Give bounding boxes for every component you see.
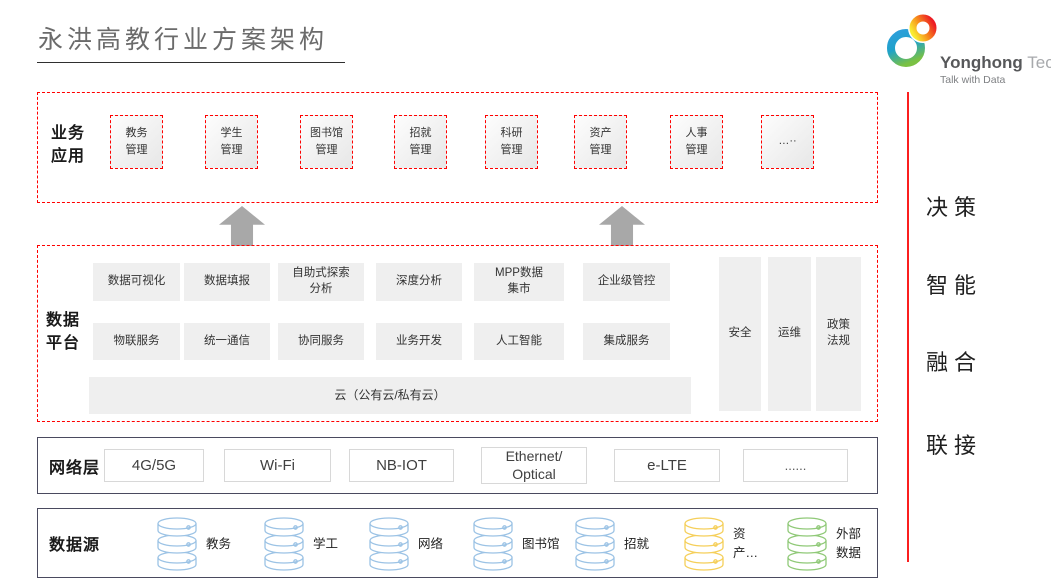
net-box-nbiot: NB-IOT (349, 449, 454, 482)
database-icon (575, 517, 615, 571)
app-box-library: 图书馆 管理 (300, 115, 353, 169)
cell-unified-communication: 统一通信 (184, 323, 270, 360)
net-box-more: ...... (743, 449, 848, 482)
datasource-label: 资 产… (733, 527, 759, 560)
cell-ai: 人工智能 (474, 323, 564, 360)
database-icon (787, 517, 827, 571)
datasource-label: 学工 (313, 536, 339, 551)
datasource-network: 网络 (368, 517, 443, 571)
network-layer: 网络层 4G/5G Wi-Fi NB-IOT Ethernet/ Optical… (37, 437, 878, 494)
database-icon (369, 517, 409, 571)
app-box-assets: 资产 管理 (574, 115, 627, 169)
data-source-layer: 数据源 教务 学工 (37, 508, 878, 578)
database-icon (264, 517, 304, 571)
database-icon (684, 517, 724, 571)
cell-enterprise-governance: 企业级管控 (583, 263, 670, 301)
app-box-admissions: 招就 管理 (394, 115, 447, 169)
datasource-label: 图书馆 (522, 536, 560, 551)
datasource-external: 外部 数据 (786, 517, 861, 571)
app-box-research: 科研 管理 (485, 115, 538, 169)
rail-item-intelligence: 智能 (926, 273, 983, 298)
database-icon (473, 517, 513, 571)
brand-name: Yonghong (940, 53, 1023, 72)
rail-item-decision: 决策 (926, 195, 983, 220)
cell-integration-service: 集成服务 (583, 323, 670, 360)
datasource-student-affairs: 学工 (263, 517, 338, 571)
data-platform-layer: 数据 平台 数据可视化 数据填报 自助式探索 分析 深度分析 MPP数据 集市 … (37, 245, 878, 422)
network-layer-label: 网络层 (49, 460, 101, 477)
data-platform-label: 数据 平台 (46, 312, 81, 353)
datasource-admissions: 招就 (574, 517, 649, 571)
business-layer-label: 业务 应用 (51, 125, 86, 166)
cell-collaboration-service: 协同服务 (278, 323, 364, 360)
datasource-assets: 资 产… (683, 517, 758, 571)
data-source-label: 数据源 (49, 537, 101, 554)
datasource-label: 教务 (206, 536, 232, 551)
pillar-policy: 政策 法规 (816, 257, 861, 411)
datasource-library: 图书馆 (472, 517, 560, 571)
cell-business-development: 业务开发 (376, 323, 462, 360)
up-arrow-icon (219, 206, 265, 246)
cell-cloud: 云（公有云/私有云） (89, 377, 691, 414)
brand-suffix: Tech (1027, 53, 1051, 72)
logo-rings-icon (887, 13, 938, 67)
app-box-student: 学生 管理 (205, 115, 258, 169)
rail-item-fusion: 融合 (926, 350, 983, 375)
net-box-elte: e-LTE (614, 449, 720, 482)
brand-tagline: Talk with Data (940, 74, 1006, 86)
cell-selfservice-exploration: 自助式探索 分析 (278, 263, 364, 301)
page-title: 永洪高教行业方案架构 (38, 27, 329, 54)
net-box-ethernet: Ethernet/ Optical (481, 447, 587, 484)
app-box-hr: 人事 管理 (670, 115, 723, 169)
rail-item-connection: 联接 (926, 433, 983, 458)
database-icon (157, 517, 197, 571)
business-application-layer: 业务 应用 教务 管理 学生 管理 图书馆 管理 招就 管理 科研 管理 资产 … (37, 92, 878, 203)
pillar-security: 安全 (719, 257, 761, 411)
app-box-academic-affairs: 教务 管理 (110, 115, 163, 169)
cell-deep-analysis: 深度分析 (376, 263, 462, 301)
datasource-label: 网络 (418, 536, 444, 551)
net-box-wifi: Wi-Fi (224, 449, 331, 482)
accent-vertical-line (907, 92, 909, 562)
yonghong-logo: Yonghong Tech Talk with Data (882, 10, 1051, 94)
cell-iot-service: 物联服务 (93, 323, 180, 360)
up-arrow-icon (599, 206, 645, 246)
cell-data-visualization: 数据可视化 (93, 263, 180, 301)
pillar-operations: 运维 (768, 257, 811, 411)
cell-mpp-data-mart: MPP数据 集市 (474, 263, 564, 301)
datasource-academic: 教务 (156, 517, 231, 571)
cell-data-entry: 数据填报 (184, 263, 270, 301)
app-box-more: …·· (761, 115, 814, 169)
datasource-label: 外部 数据 (836, 527, 862, 560)
datasource-label: 招就 (624, 536, 650, 551)
logo-wordmark: Yonghong Tech Talk with Data (940, 53, 1051, 86)
net-box-4g5g: 4G/5G (104, 449, 204, 482)
title-underline (37, 62, 345, 63)
